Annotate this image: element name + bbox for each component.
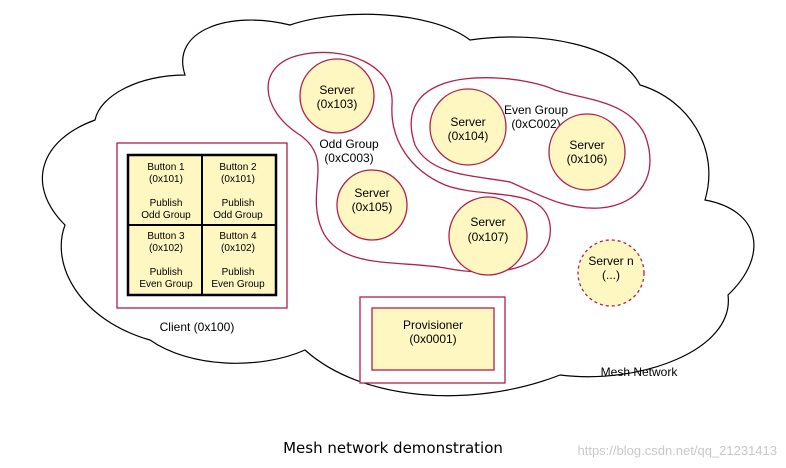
server-name: Server [569,138,604,152]
button-address: (0x102) [149,243,183,254]
client-button-3: Button 3 (0x102) Publish Even Group [139,231,193,290]
server-address: (0x107) [468,230,509,244]
button-title: Button 4 [219,231,257,242]
button-title: Button 2 [219,162,257,173]
figure-caption: Mesh network demonstration [283,439,503,457]
even-group-outline [410,77,651,209]
server-address: (0x106) [567,152,608,166]
server-address: (...) [602,268,620,282]
server-node-n: Server n (...) [577,239,645,307]
button-publish: Publish [222,267,255,278]
server-name: Server [319,83,354,97]
button-address: (0x102) [221,243,255,254]
button-publish: Publish [150,198,183,209]
watermark: https://blog.csdn.net/qq_21231413 [578,443,778,458]
button-group: Odd Group [141,210,191,221]
client-label: Client (0x100) [160,320,235,334]
button-group: Even Group [211,279,265,290]
button-publish: Publish [222,198,255,209]
button-address: (0x101) [221,174,255,185]
button-publish: Publish [150,267,183,278]
server-node-0x106: Server (0x106) [548,113,626,191]
server-name: Server n [588,254,633,268]
button-address: (0x101) [149,174,183,185]
provisioner-name: Provisioner [403,318,463,332]
server-node-0x105: Server (0x105) [336,169,408,241]
server-node-0x107: Server (0x107) [448,196,528,276]
server-node-0x104: Server (0x104) [429,88,507,166]
button-title: Button 3 [147,231,185,242]
server-name: Server [450,115,485,129]
server-address: (0x104) [448,129,489,143]
even-group-name: Even Group [504,103,568,117]
server-address: (0x105) [352,200,393,214]
server-node-0x103: Server (0x103) [299,58,375,134]
odd-group-address: (0xC003) [324,151,373,165]
button-title: Button 1 [147,162,185,173]
client-node: Button 1 (0x101) Publish Odd Group Butto… [116,142,288,309]
even-group-address: (0xC002) [511,117,560,131]
server-name: Server [354,186,389,200]
client-button-4: Button 4 (0x102) Publish Even Group [211,231,265,290]
client-button-1: Button 1 (0x101) Publish Odd Group [141,162,191,221]
mesh-network-label: Mesh Network [601,365,679,379]
server-address: (0x103) [317,97,358,111]
server-name: Server [470,215,505,229]
odd-group-outline [267,51,551,273]
odd-group-name: Odd Group [319,137,379,151]
button-group: Even Group [139,279,193,290]
client-button-2: Button 2 (0x101) Publish Odd Group [213,162,263,221]
provisioner-address: (0x0001) [409,332,456,346]
provisioner-node: Provisioner (0x0001) [359,296,506,384]
button-group: Odd Group [213,210,263,221]
